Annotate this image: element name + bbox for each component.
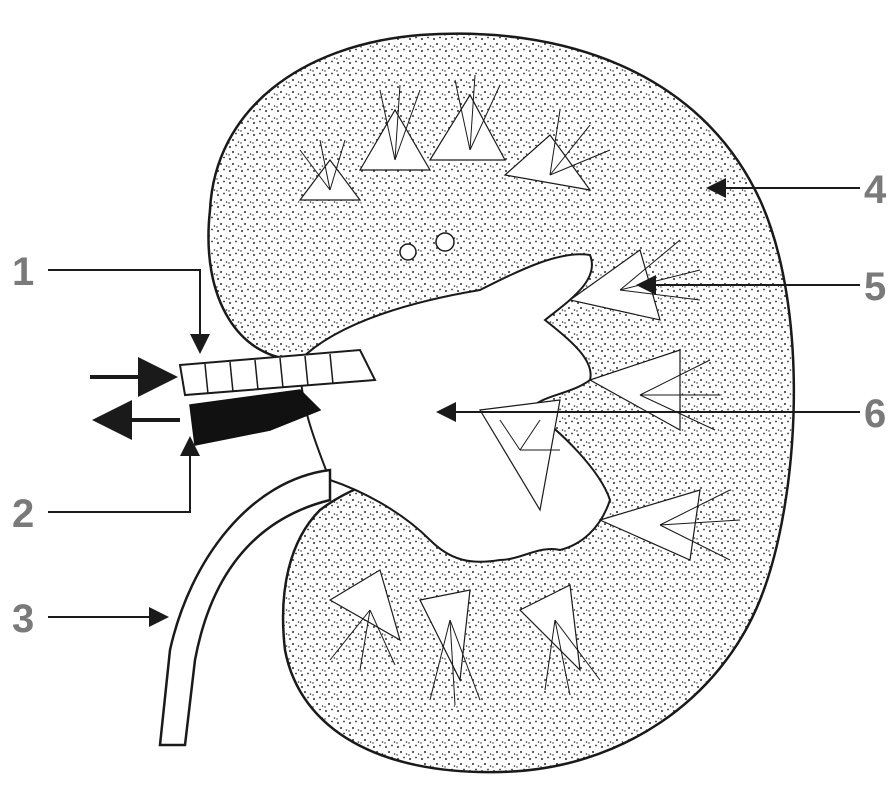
label-4: 4 [864, 168, 887, 212]
label-6: 6 [864, 392, 886, 436]
renal-vein [190, 390, 320, 445]
label-1: 1 [12, 250, 34, 294]
pointer-2 [48, 440, 190, 512]
label-3: 3 [12, 597, 34, 641]
label-2: 2 [12, 492, 34, 536]
label-5: 5 [864, 265, 886, 309]
pointer-1 [48, 270, 200, 350]
blood-flow-arrows [90, 377, 180, 420]
